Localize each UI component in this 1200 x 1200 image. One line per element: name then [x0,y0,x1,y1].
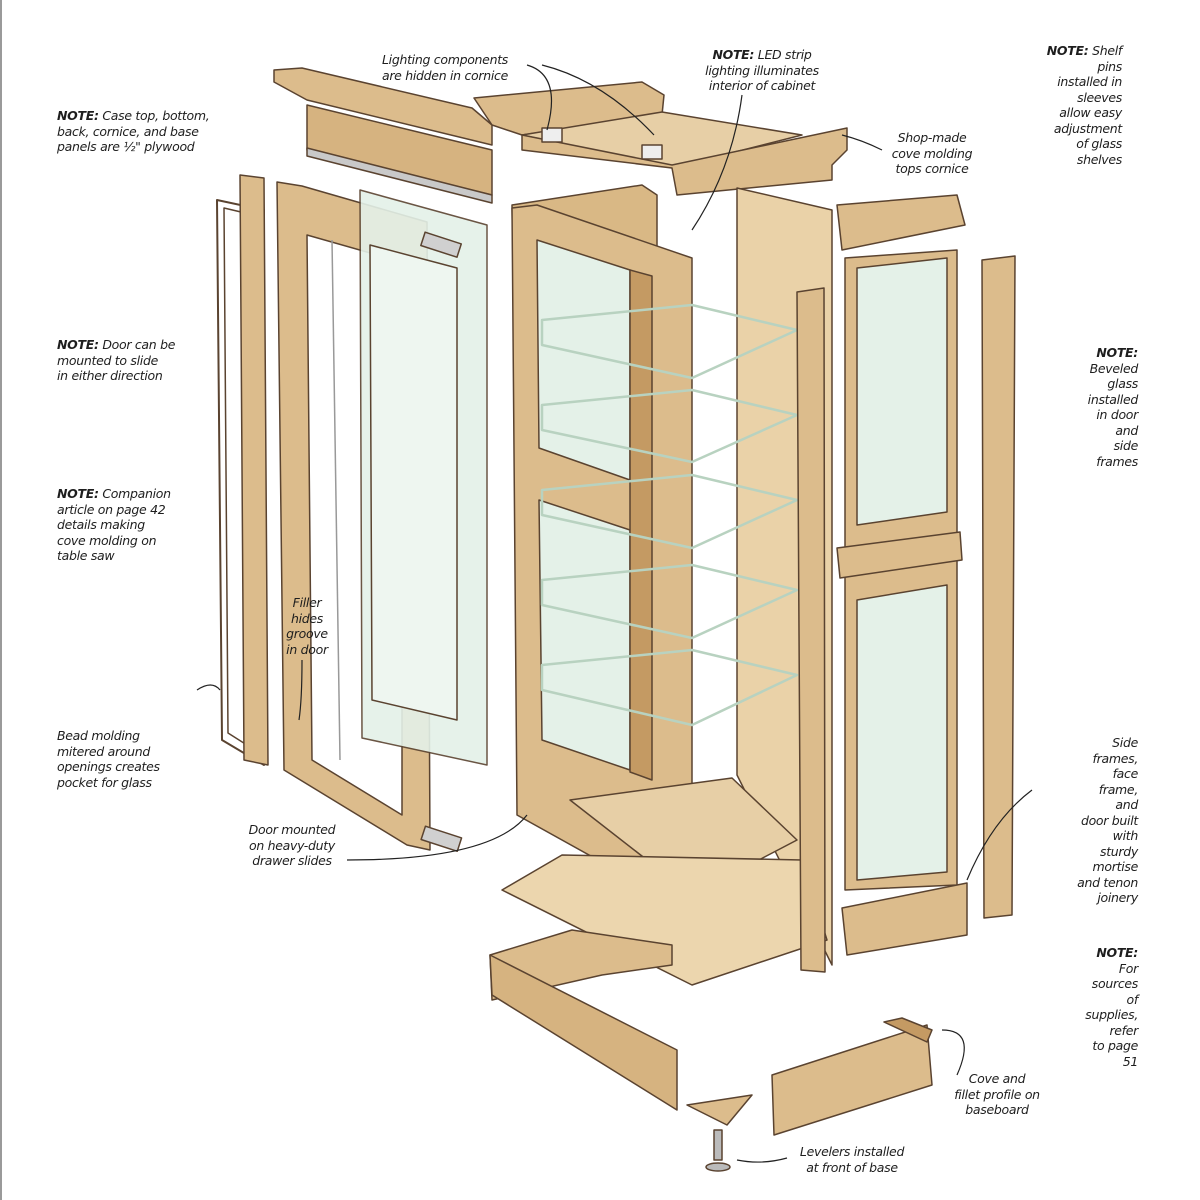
drawer-slide-top [420,231,463,258]
leader-lines [196,64,1033,1163]
label-filler: Filler hides groove in door [286,595,328,657]
glass-shelf [540,303,799,380]
drawer-slide-bottom [420,825,463,853]
cornice-side-strip [306,147,493,204]
corner-block [686,1094,753,1126]
base-front [489,954,678,1111]
side-frame-bottom-rail [841,882,968,956]
door-glass-edge [331,239,341,761]
baseboard-cove [883,1017,933,1043]
label-supplies: NOTE: For sources of supplies, refer to … [1085,945,1138,1069]
door-glass-bevel [369,244,458,721]
glass-shelf [540,648,799,727]
face-frame-opening-upper [536,239,631,481]
baseboard [771,1024,933,1136]
cornice-front-molding [521,127,848,196]
glass-shelf [540,473,799,550]
door-stile [239,174,269,766]
label-case-panels: NOTE: Case top, bottom, back, cornice, a… [57,108,210,154]
face-frame-stile [796,287,826,973]
label-bead-molding: Bead molding mitered around openings cre… [57,728,160,790]
led-fixture [641,144,663,160]
label-cove-top: Shop-made cove molding tops cornice [891,130,973,176]
side-frame-mid-rail [836,531,963,579]
side-glass-lower [856,584,948,881]
label-led-strip: NOTE: LED strip lighting illuminates int… [705,47,819,93]
label-shelf-pins: NOTE: Shelf pins installed in sleeves al… [1046,43,1123,167]
label-door-slide: NOTE: Door can be mounted to slide in ei… [57,337,176,383]
side-glass-upper [856,257,948,526]
side-frame-stile [981,255,1016,919]
center-stile [629,269,653,781]
led-fixture [541,127,563,143]
label-companion-article: NOTE: Companion article on page 42 detai… [57,486,171,563]
cornice-side-molding [273,67,493,146]
label-levelers: Levelers installed at front of base [799,1144,905,1175]
label-joinery: Side frames, face frame, and door built … [1077,735,1138,905]
label-cornice-lighting: Lighting components are hidden in cornic… [381,52,509,83]
face-frame-opening-lower [538,499,631,771]
side-frame-top-rail [836,194,966,251]
label-baseboard: Cove and fillet profile on baseboard [954,1071,1040,1117]
label-drawer-slides: Door mounted on heavy-duty drawer slides [248,822,336,868]
label-beveled-glass: NOTE: Beveled glass installed in door an… [1087,345,1139,469]
leveler-icon [705,1129,731,1172]
glass-shelf [540,563,799,640]
glass-shelf [540,388,799,464]
